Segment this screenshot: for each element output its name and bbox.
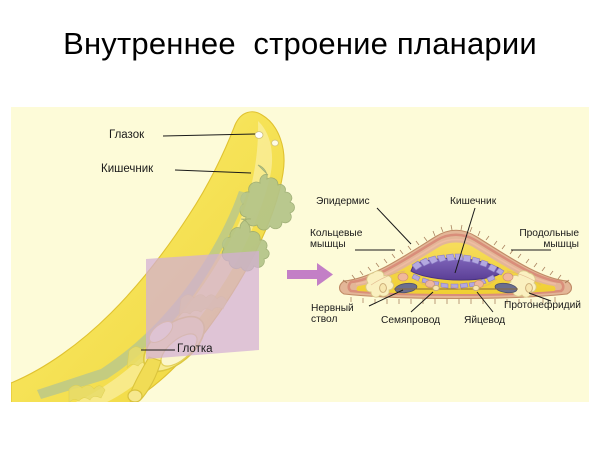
parenchyma-strands [370, 270, 542, 290]
leader-intestine-whole [174, 169, 252, 174]
nerve-cords [394, 282, 518, 294]
leader-nerve-cord [368, 289, 404, 307]
leader-eyespot [162, 133, 256, 137]
label-eyespot: Глазок [109, 129, 145, 141]
leader-intestine-section [454, 207, 476, 274]
muscle-layers [347, 233, 565, 297]
label-intestine-whole: Кишечник [101, 163, 154, 175]
ducts [379, 283, 533, 293]
leader-oviduct [476, 291, 494, 313]
figure-panel: Глазок Кишечник Глотка Эпидермис Кишечни… [11, 107, 589, 402]
label-vas-deferens: Семяпровод [381, 315, 441, 326]
label-intestine-section: Кишечник [450, 196, 497, 207]
eyespot-left [254, 131, 264, 139]
label-nerve-cord: Нервный ствол [311, 303, 354, 326]
label-longitudinal-muscle: Продольные мышцы [519, 228, 579, 251]
leader-epidermis [376, 207, 412, 245]
cilia-border [342, 224, 570, 304]
label-oviduct: Яйцевод [464, 315, 506, 326]
leader-protonephridium [528, 292, 552, 302]
leader-vas-deferens [410, 291, 434, 313]
eyespot-right [271, 139, 279, 147]
anatomy-illustration [11, 111, 573, 402]
pharynx-opening [127, 389, 143, 402]
page-title: Внутреннее строение планарии [63, 26, 537, 61]
label-protonephridium: Протонефридий [504, 300, 582, 311]
label-pharynx: Глотка [177, 343, 213, 355]
label-epidermis: Эпидермис [316, 196, 370, 207]
planarian-whole-body [11, 111, 295, 402]
circular-muscle [355, 238, 557, 285]
label-circular-muscle: Кольцевые мышцы [310, 228, 363, 251]
transition-arrow [287, 263, 333, 286]
leader-lines [141, 133, 552, 351]
cutting-plane [146, 251, 259, 359]
